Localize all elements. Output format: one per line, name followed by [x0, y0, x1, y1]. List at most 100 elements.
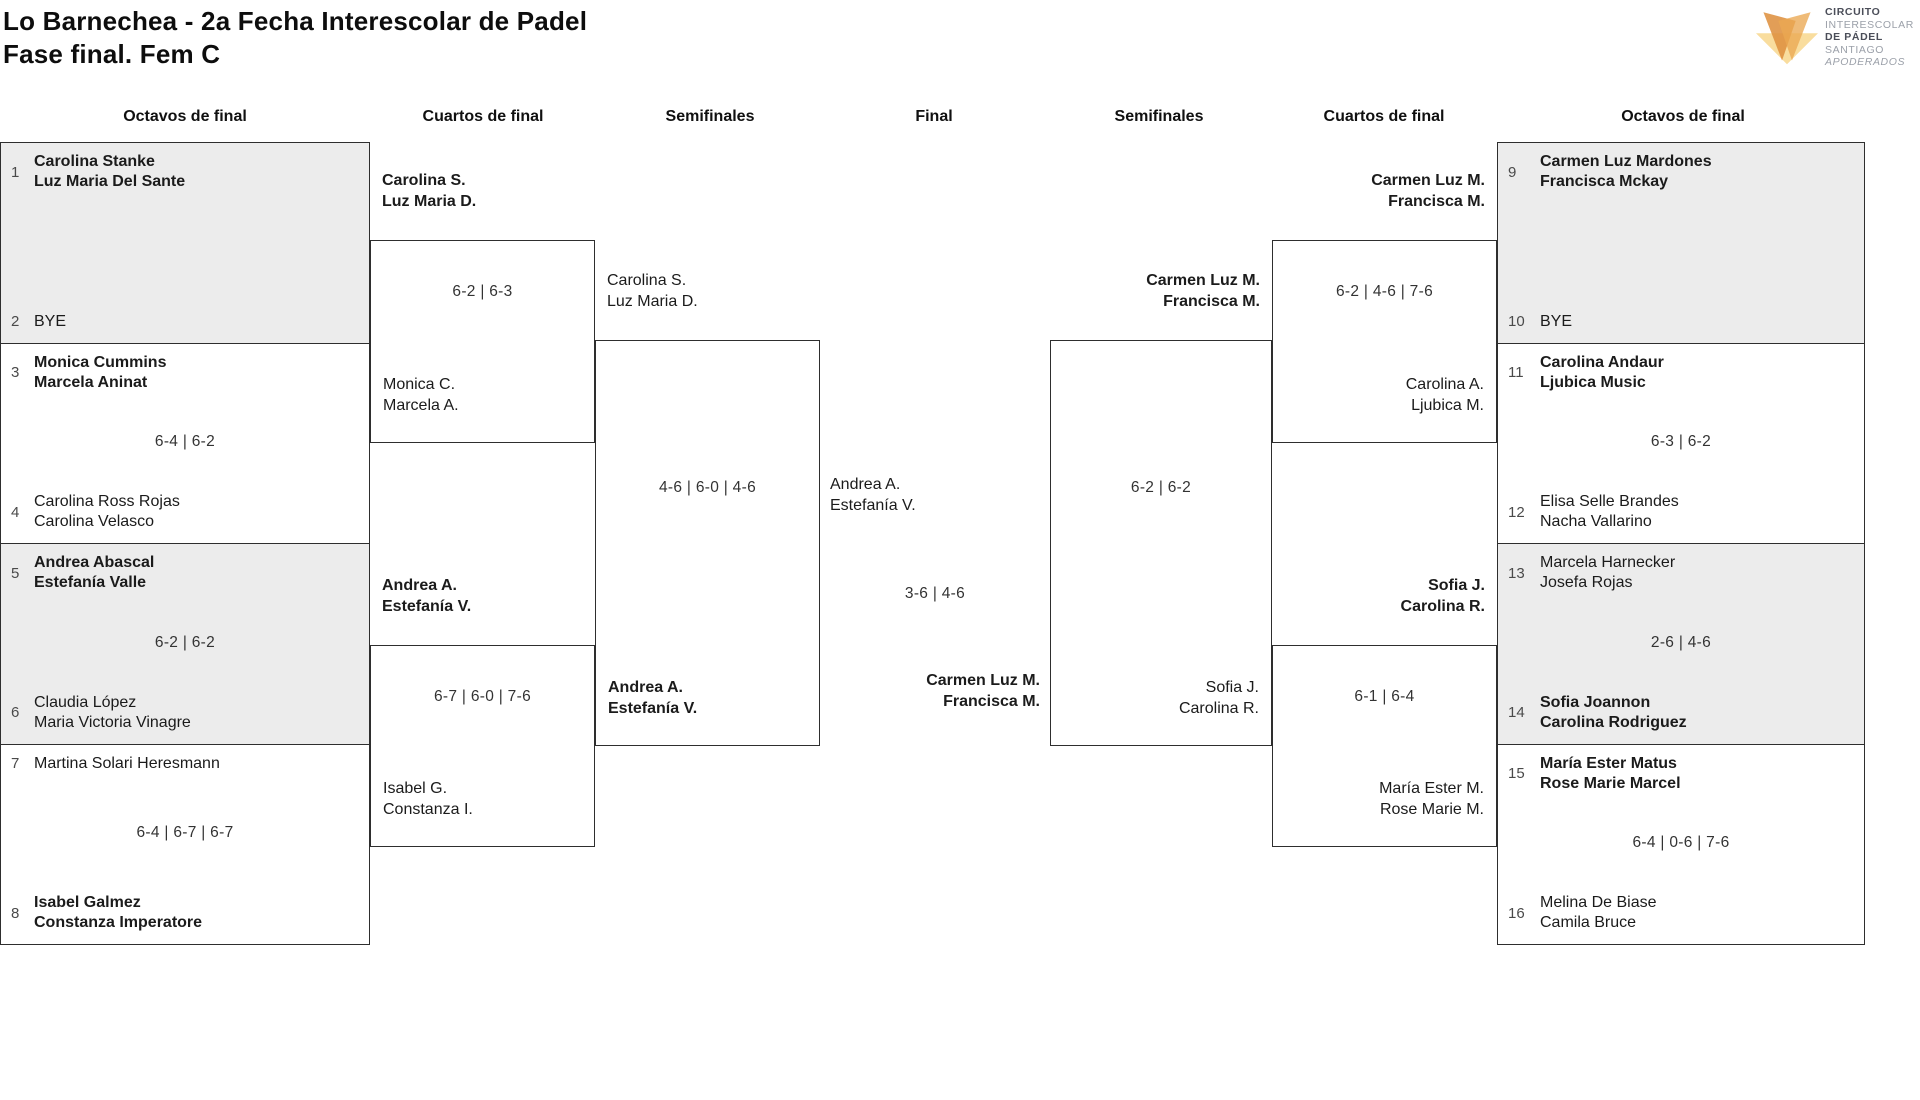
- round-header-semis-left: Semifinales: [665, 108, 755, 125]
- team-entry: 8 Isabel Galmez Constanza Imperatore: [11, 893, 359, 933]
- sf-right-loser: Sofia J. Carolina R.: [1178, 679, 1259, 717]
- qf-right-1-winner: Carmen Luz M. Francisca M.: [1371, 172, 1485, 210]
- team-entry: 2 BYE: [11, 312, 359, 332]
- team-names: Claudia López Maria Victoria Vinagre: [34, 693, 191, 731]
- match-score: 6-4 | 0-6 | 7-6: [1632, 834, 1730, 852]
- tournament-logo: CIRCUITO INTERESCOLAR DE PÁDEL SANTIAGO …: [1756, 6, 1914, 69]
- round-header-semis-right: Semifinales: [1114, 108, 1204, 125]
- qf-left-2-winner: Andrea A. Estefanía V.: [382, 577, 472, 615]
- final-left-team: Andrea A. Estefanía V.: [830, 476, 916, 514]
- sf-left-winner: Andrea A. Estefanía V.: [608, 679, 698, 717]
- round-header-cuartos-right: Cuartos de final: [1323, 108, 1445, 125]
- match-seed11-12: 11 Carolina Andaur Ljubica Music 6-3 | 6…: [1498, 342, 1864, 544]
- team-entry: 3 Monica Cummins Marcela Aninat: [11, 353, 359, 393]
- qf-right-1-box: 6-2 | 4-6 | 7-6 Carolina A. Ljubica M.: [1272, 240, 1497, 443]
- team-names: Melina De Biase Camila Bruce: [1540, 894, 1657, 931]
- team-names: BYE: [1540, 312, 1573, 330]
- team-names: Sofia Joannon Carolina Rodriguez: [1540, 693, 1687, 731]
- page-title: Lo Barnechea - 2a Fecha Interescolar de …: [3, 5, 587, 71]
- match-score: 6-2 | 6-2: [154, 633, 216, 651]
- match-seed5-6: 5 Andrea Abascal Estefanía Valle 6-2 | 6…: [1, 543, 369, 744]
- seed-number: 7: [11, 755, 20, 772]
- round-header-octavos-right: Octavos de final: [1621, 108, 1745, 125]
- match-score: 6-2 | 4-6 | 7-6: [1336, 283, 1433, 300]
- team-names: Carolina Stanke Luz Maria Del Sante: [34, 153, 186, 190]
- logo-line-interescolar: INTERESCOLAR: [1825, 18, 1914, 31]
- final-score: 3-6 | 4-6: [904, 585, 966, 602]
- seed-number: 12: [1508, 503, 1525, 521]
- seed-number: 9: [1508, 163, 1517, 181]
- team-entry: 10 BYE: [1508, 312, 1854, 332]
- team-entry: 12 Elisa Selle Brandes Nacha Vallarino: [1508, 492, 1854, 532]
- page-title-line1: Lo Barnechea - 2a Fecha Interescolar de …: [3, 6, 588, 36]
- seed-number: 3: [11, 364, 20, 381]
- octavos-right-column: 9 Carmen Luz Mardones Francisca Mckay 10…: [1497, 142, 1865, 945]
- sf-right-box: 6-2 | 6-2 Sofia J. Carolina R.: [1050, 340, 1272, 746]
- match-seed15-16: 15 María Ester Matus Rose Marie Marcel 6…: [1498, 743, 1864, 945]
- qf-left-1-box: 6-2 | 6-3 Monica C. Marcela A.: [370, 240, 595, 443]
- team-names: Carmen Luz Mardones Francisca Mckay: [1540, 153, 1712, 190]
- round-header-final: Final: [915, 108, 953, 125]
- team-names: Isabel Galmez Constanza Imperatore: [34, 894, 203, 931]
- match-seed9-10: 9 Carmen Luz Mardones Francisca Mckay 10…: [1498, 143, 1864, 343]
- team-names: Andrea Abascal Estefanía Valle: [34, 554, 155, 591]
- team-names: María Ester Matus Rose Marie Marcel: [1540, 754, 1681, 792]
- final-winner: Carmen Luz M. Francisca M.: [926, 672, 1040, 710]
- match-seed3-4: 3 Monica Cummins Marcela Aninat 6-4 | 6-…: [1, 342, 369, 544]
- match-score: 6-3 | 6-2: [1650, 433, 1712, 451]
- match-seed7-8: 7 Martina Solari Heresmann 6-4 | 6-7 | 6…: [1, 743, 369, 945]
- logo-line-santiago: SANTIAGO: [1825, 43, 1885, 56]
- qf-left-1-loser: Monica C. Marcela A.: [383, 376, 459, 414]
- qf-right-2-winner: Sofia J. Carolina R.: [1400, 577, 1485, 615]
- team-names: Carolina Ross Rojas Carolina Velasco: [34, 493, 180, 530]
- seed-number: 11: [1508, 364, 1524, 381]
- round-header-cuartos-left: Cuartos de final: [422, 108, 544, 125]
- round-header-octavos-left: Octavos de final: [123, 108, 247, 125]
- team-entry: 6 Claudia López Maria Victoria Vinagre: [11, 693, 359, 733]
- seed-number: 5: [11, 564, 20, 582]
- seed-number: 6: [11, 704, 20, 721]
- qf-left-2-loser: Isabel G. Constanza I.: [383, 780, 473, 818]
- logo-line-circuito: CIRCUITO: [1825, 6, 1881, 18]
- qf-left-1-winner: Carolina S. Luz Maria D.: [382, 172, 477, 210]
- team-entry: 9 Carmen Luz Mardones Francisca Mckay: [1508, 152, 1854, 192]
- team-entry: 15 María Ester Matus Rose Marie Marcel: [1508, 754, 1854, 794]
- match-score: 2-6 | 4-6: [1650, 633, 1712, 651]
- match-seed1-2: 1 Carolina Stanke Luz Maria Del Sante 2 …: [1, 143, 369, 343]
- page-title-line2: Fase final. Fem C: [3, 39, 221, 69]
- qf-right-1-loser: Carolina A. Ljubica M.: [1405, 376, 1484, 414]
- team-names: Elisa Selle Brandes Nacha Vallarino: [1540, 493, 1679, 530]
- sf-left-box: 4-6 | 6-0 | 4-6 Andrea A. Estefanía V.: [595, 340, 820, 746]
- match-score: 6-7 | 6-0 | 7-6: [434, 688, 531, 705]
- seed-number: 1: [11, 163, 20, 181]
- match-score: 6-2 | 6-3: [452, 283, 513, 300]
- seed-number: 14: [1508, 704, 1525, 721]
- logo-line-apoderados: APODERADOS: [1825, 56, 1906, 68]
- match-score: 6-4 | 6-2: [154, 433, 216, 451]
- team-entry: 16 Melina De Biase Camila Bruce: [1508, 893, 1854, 933]
- octavos-left-column: 1 Carolina Stanke Luz Maria Del Sante 2 …: [0, 142, 370, 945]
- team-entry: 7 Martina Solari Heresmann: [11, 754, 359, 774]
- team-entry: 5 Andrea Abascal Estefanía Valle: [11, 553, 359, 593]
- match-score: 6-1 | 6-4: [1354, 688, 1415, 705]
- match-score: 6-4 | 6-7 | 6-7: [136, 824, 234, 842]
- qf-right-2-loser: María Ester M. Rose Marie M.: [1379, 780, 1484, 818]
- qf-right-2-box: 6-1 | 6-4 María Ester M. Rose Marie M.: [1272, 645, 1497, 847]
- qf-left-2-box: 6-7 | 6-0 | 7-6 Isabel G. Constanza I.: [370, 645, 595, 847]
- logo-line-de-padel: DE PÁDEL: [1825, 31, 1883, 43]
- team-entry: 4 Carolina Ross Rojas Carolina Velasco: [11, 492, 359, 532]
- team-names: Marcela Harnecker Josefa Rojas: [1540, 554, 1676, 591]
- match-seed13-14: 13 Marcela Harnecker Josefa Rojas 2-6 | …: [1498, 543, 1864, 744]
- sf-right-top-team: Carmen Luz M. Francisca M.: [1146, 272, 1260, 310]
- seed-number: 15: [1508, 765, 1525, 782]
- logo-wordmark: CIRCUITO INTERESCOLAR DE PÁDEL SANTIAGO …: [1825, 6, 1914, 69]
- team-entry: 13 Marcela Harnecker Josefa Rojas: [1508, 553, 1854, 593]
- team-names: Carolina Andaur Ljubica Music: [1540, 353, 1664, 391]
- team-names: Martina Solari Heresmann: [34, 754, 220, 772]
- seed-number: 4: [11, 503, 20, 521]
- logo-fox-icon: [1756, 12, 1818, 65]
- team-entry: 14 Sofia Joannon Carolina Rodriguez: [1508, 693, 1854, 733]
- seed-number: 13: [1508, 564, 1525, 582]
- team-entry: 1 Carolina Stanke Luz Maria Del Sante: [11, 152, 359, 192]
